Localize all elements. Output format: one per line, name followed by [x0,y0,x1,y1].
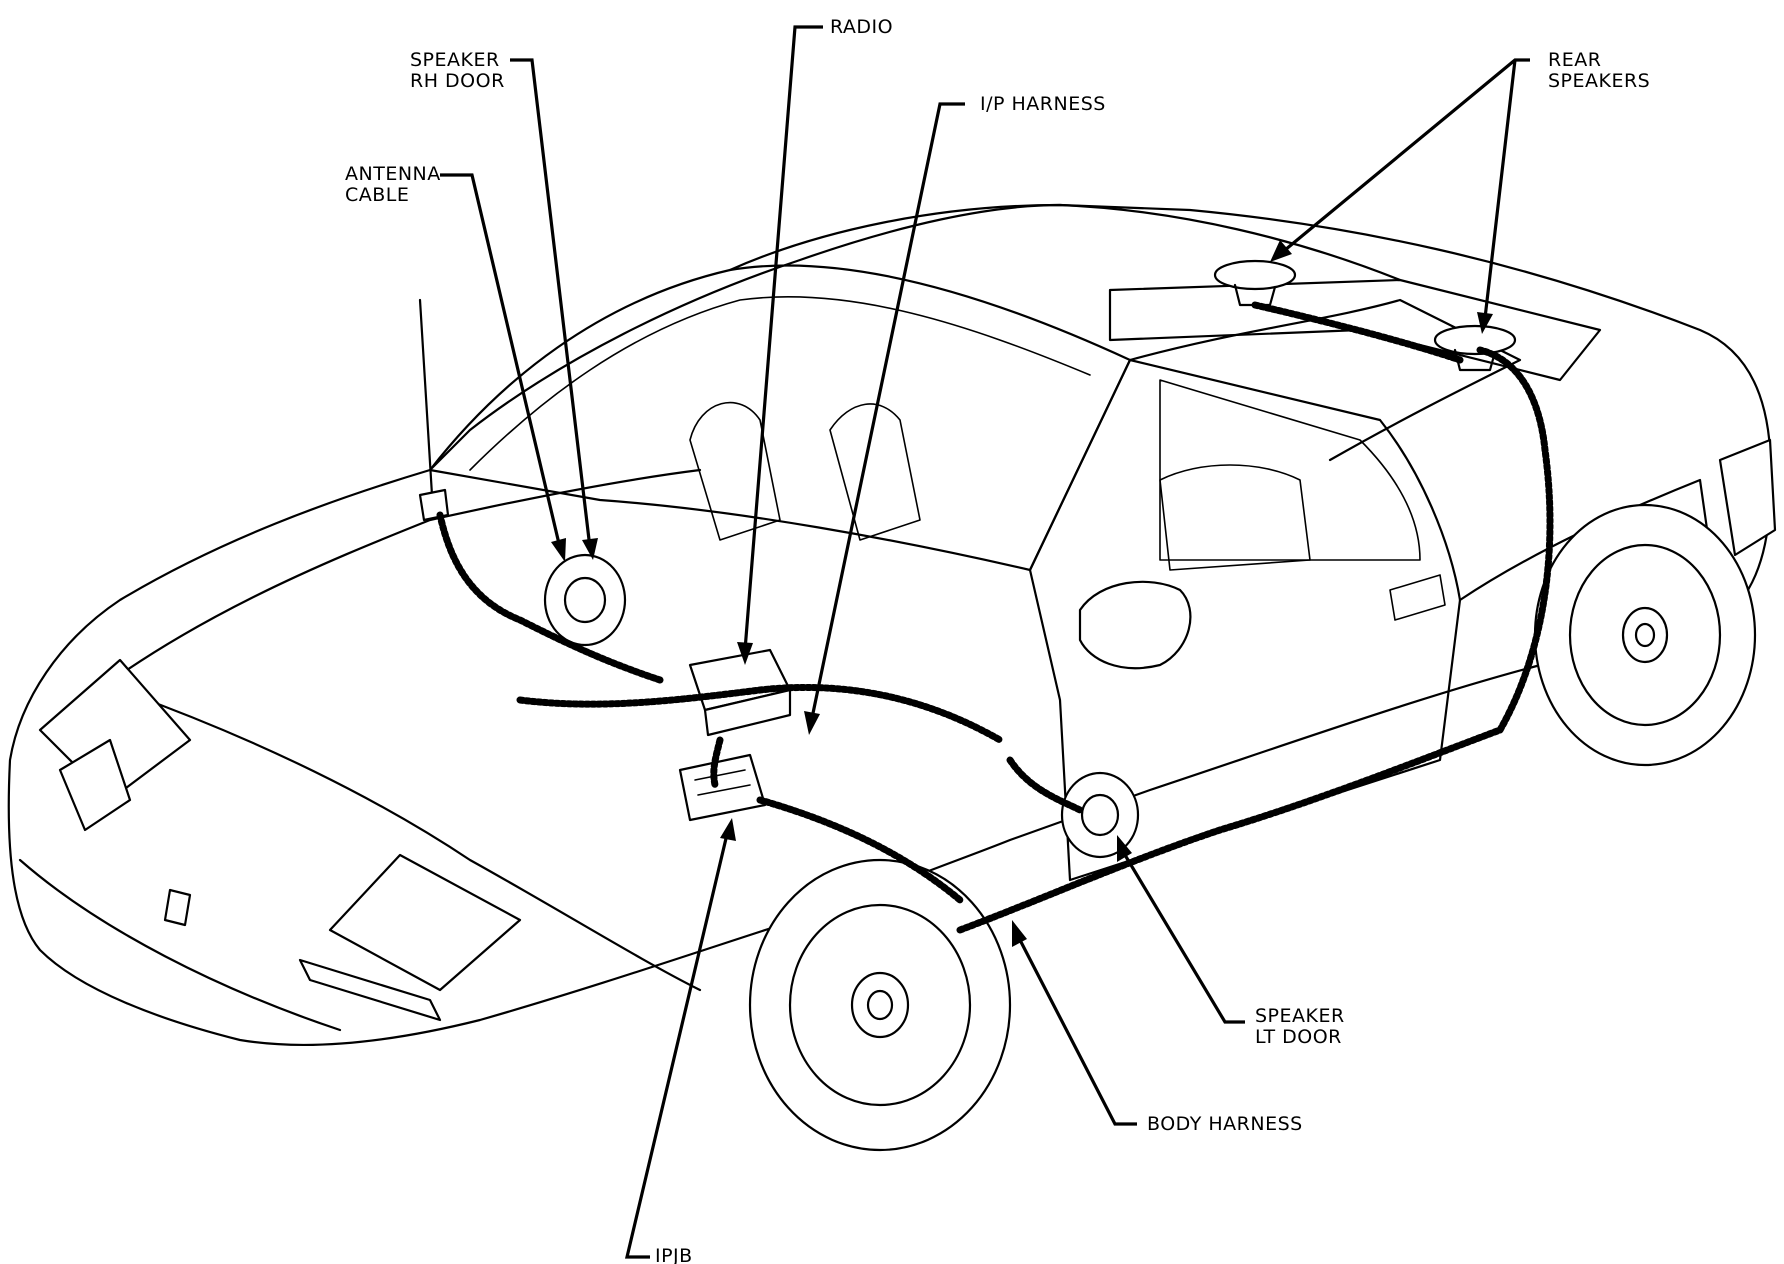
front-wheel-hub [850,971,910,1039]
rear-seat [1159,464,1311,571]
arrowhead-speaker-rh-door [582,538,598,560]
seat-back-right [689,401,781,541]
ipjb-harness-wire [710,736,964,904]
speaker-lt-door-cone [1080,793,1120,837]
arrowhead-radio [737,642,753,665]
body-harness-wire [956,726,1504,934]
arrowhead-antenna-cable [551,538,566,562]
leader-body-harness [1018,939,1137,1126]
rear-harness-wire [1476,346,1554,734]
label-speaker-rh-door-line1: SPEAKER [410,49,500,71]
label-ipjb: IPJB [655,1245,693,1264]
front-grille [58,738,132,832]
roof-line [728,203,1402,282]
label-ip-harness: I/P HARNESS [980,93,1106,115]
rear-parcel-shelf [1108,278,1602,382]
label-rear-speakers-line1: REAR [1548,49,1601,71]
rear-window [1128,298,1522,462]
rear-speaker-right [1433,324,1517,356]
leader-rear-speakers-frame [1283,58,1530,319]
antenna-mast [418,298,434,497]
side-mirror [1078,580,1192,670]
windshield-inner [469,296,1091,471]
headlight-right [328,853,522,992]
rear-wheel-hub [1621,606,1669,664]
door-outline [1028,358,1462,882]
front-bumper-vent [298,958,442,1022]
ip-harness-wire [516,683,1004,744]
callout-leaders [440,25,1530,1259]
label-speaker-rh-door-line2: RH DOOR [410,70,505,92]
hood-center-line [118,688,702,992]
callout-labels: SPEAKER RH DOOR ANTENNA CABLE RADIO I/P … [345,16,1650,1264]
leader-speaker-lt-door [1123,854,1245,1024]
label-antenna-cable-line2: CABLE [345,184,409,206]
speaker-rh-door [543,553,627,647]
hood-line [58,468,702,722]
front-bumper-line [18,858,342,1032]
front-wheel-rim [788,903,972,1107]
arrowhead-ip-harness [804,711,820,735]
arrowhead-speaker-lt-door [1117,835,1132,862]
rear-shelf-harness-wire [1251,301,1464,364]
label-rear-speakers-line2: SPEAKERS [1548,70,1650,92]
door-harness-wire [1006,756,1084,814]
arrowhead-rear-speaker-right [1477,312,1493,334]
leader-antenna-cable [440,173,562,549]
radio-front [703,688,792,737]
arrowhead-rear-speaker-left [1270,240,1292,262]
leader-ip-harness [810,102,965,719]
arrowhead-ipjb [720,818,736,841]
leader-radio [743,25,823,651]
label-speaker-lt-door-line1: SPEAKER [1255,1005,1345,1027]
label-radio: RADIO [830,16,893,38]
speaker-rh-door-cone [563,576,607,624]
door-window [1159,379,1421,561]
antenna-base [418,488,450,522]
ipjb-detail [694,769,751,796]
rear-speaker-left [1213,259,1297,291]
tail-light [1718,438,1777,557]
label-speaker-lt-door-line2: LT DOOR [1255,1026,1342,1048]
car-illustration [7,203,1777,1152]
front-wheel-center [866,989,894,1021]
rear-wheel-center [1634,622,1656,648]
arrowhead-body-harness [1012,920,1027,947]
antenna-cable-wire [436,511,664,684]
rear-wheel-rim [1568,543,1722,727]
label-antenna-cable-line1: ANTENNA [345,163,441,185]
windshield-frame [428,264,1132,572]
door-handle [1389,574,1446,621]
speaker-lt-door [1060,771,1140,859]
license-lamp [163,888,192,927]
leader-ipjb [624,829,730,1259]
leader-speaker-rh-door [510,58,592,549]
label-body-harness: BODY HARNESS [1147,1113,1303,1135]
